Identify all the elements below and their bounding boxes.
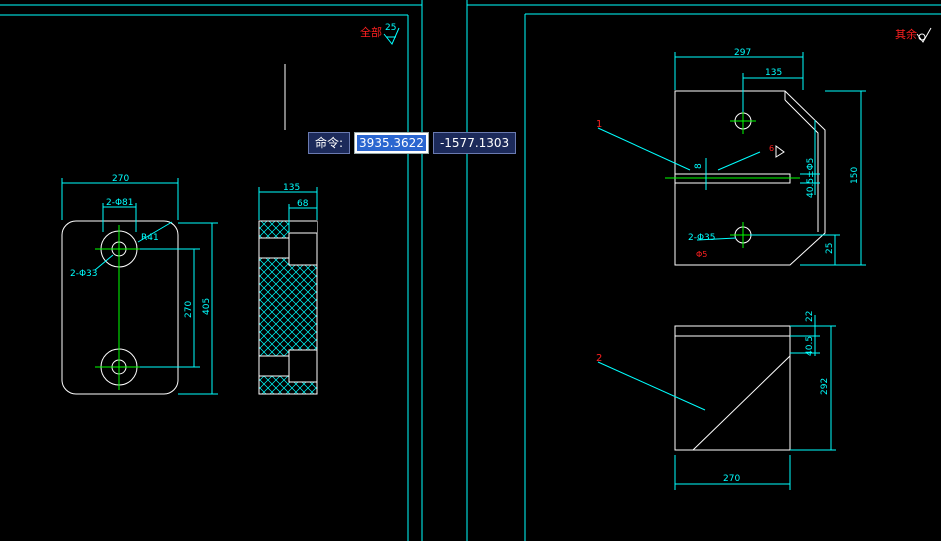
bottom-part-no: 2 — [596, 353, 602, 364]
right-sheet-border — [466, 0, 941, 541]
right-bottom-view[interactable]: 2 22 40.5 292 270 — [596, 311, 836, 490]
dynamic-input-bar: 命令: 3935.3622 -1577.1303 — [308, 132, 517, 154]
left-roughness-note: 全部 — [360, 25, 382, 39]
bottom-offset-dim: 40.5 — [805, 336, 815, 356]
side-width-dim: 135 — [283, 183, 300, 193]
top-partial-dim: 135 — [765, 68, 782, 78]
x-coordinate-value: 3935.3622 — [357, 135, 426, 151]
right-roughness-note: 其余 — [895, 27, 917, 41]
top-slot-dim: 40.5±Φ5 — [806, 158, 816, 198]
left-side-view[interactable]: 135 68 — [258, 183, 318, 395]
front-inner-height-dim: 270 — [184, 301, 194, 318]
front-outer-height-dim: 405 — [202, 298, 212, 315]
command-prompt-label: 命令: — [308, 132, 351, 154]
bottom-width-dim: 270 — [723, 474, 740, 484]
left-front-view[interactable]: 270 2-Φ81 R41 2-Φ33 270 405 — [61, 174, 218, 395]
top-hole-label: 2-Φ35 — [688, 233, 716, 243]
top-small-dim: 8 — [694, 163, 704, 169]
right-roughness-symbol: 其余 — [895, 27, 932, 43]
side-counterbore-depth-dim: 68 — [297, 199, 309, 209]
top-hole-sub: Φ5 — [696, 250, 707, 259]
right-top-view[interactable]: 1 297 135 150 40.5±Φ5 8 2-Φ35 Φ5 25 6 — [596, 48, 866, 266]
left-sheet-border — [0, 0, 423, 541]
top-part-no: 1 — [596, 119, 602, 130]
left-roughness-value: 25 — [385, 23, 396, 33]
top-weld-symbol: 6 — [769, 144, 774, 153]
bottom-thickness-dim: 22 — [805, 311, 815, 322]
x-coordinate-input[interactable]: 3935.3622 — [354, 132, 429, 154]
front-width-dim: 270 — [112, 174, 129, 184]
top-height-dim: 150 — [850, 167, 860, 184]
left-roughness-symbol: 全部 25 — [360, 23, 400, 45]
bottom-height-dim: 292 — [820, 378, 830, 395]
top-width-dim: 297 — [734, 48, 751, 58]
y-coordinate-input[interactable]: -1577.1303 — [432, 132, 517, 154]
front-counterbore-label: 2-Φ33 — [70, 269, 98, 279]
top-bottom-dim: 25 — [825, 243, 835, 254]
front-hole-spacing-label: 2-Φ81 — [106, 198, 134, 208]
front-radius-label: R41 — [141, 233, 159, 243]
